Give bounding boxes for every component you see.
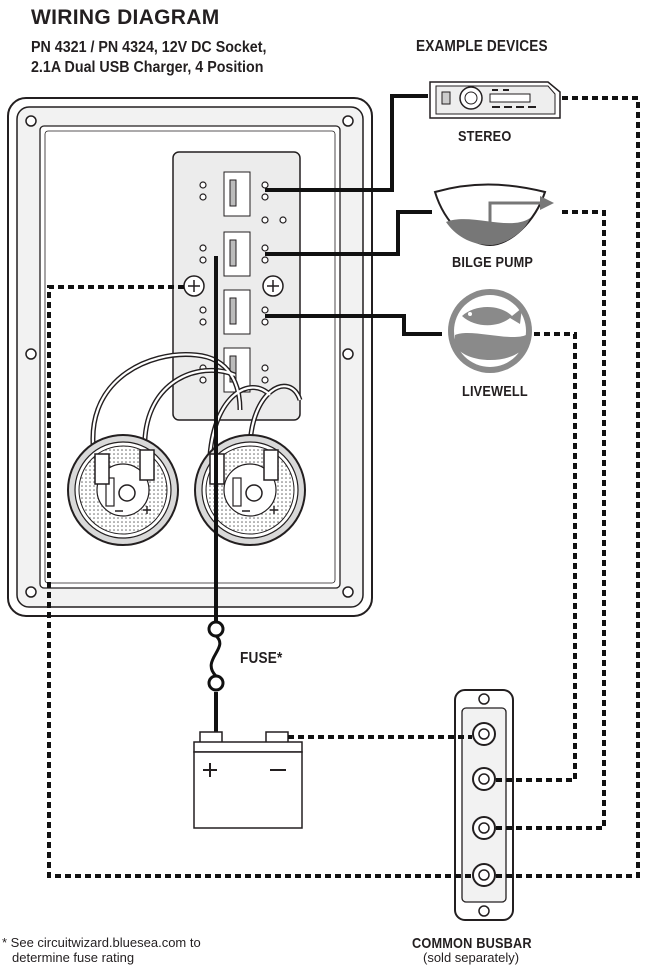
diagram-subtitle-line2: 2.1A Dual USB Charger, 4 Position (31, 59, 264, 76)
ground-screws (183, 275, 284, 297)
terminal-dots (199, 181, 287, 384)
footnote-line1: * See circuitwizard.bluesea.com to (2, 935, 201, 950)
dc-socket-right (194, 434, 306, 546)
bilge-pump-label: BILGE PUMP (452, 254, 534, 271)
busbar-note: (sold separately) (423, 950, 520, 965)
positive-wires (214, 94, 442, 734)
footnote-line2: determine fuse rating (12, 950, 135, 965)
busbar-label: COMMON BUSBAR (412, 935, 532, 952)
bilge-pump-icon (433, 183, 554, 247)
panel-screws (25, 115, 354, 598)
stereo-label: STEREO (458, 128, 512, 145)
battery-icon (193, 731, 303, 829)
stereo-icon (429, 81, 561, 119)
diagram-title: WIRING DIAGRAM (31, 6, 220, 29)
livewell-label: LIVEWELL (462, 383, 528, 400)
negative-wires (47, 96, 640, 878)
switch-panel (7, 97, 373, 617)
example-devices-heading: EXAMPLE DEVICES (416, 38, 548, 55)
diagram-subtitle-line1: PN 4321 / PN 4324, 12V DC Socket, (31, 39, 267, 56)
fuse-icon (207, 620, 225, 692)
livewell-icon (448, 289, 532, 373)
common-busbar (454, 689, 514, 921)
fuse-label: FUSE* (240, 650, 283, 667)
dc-socket-left (67, 434, 179, 546)
